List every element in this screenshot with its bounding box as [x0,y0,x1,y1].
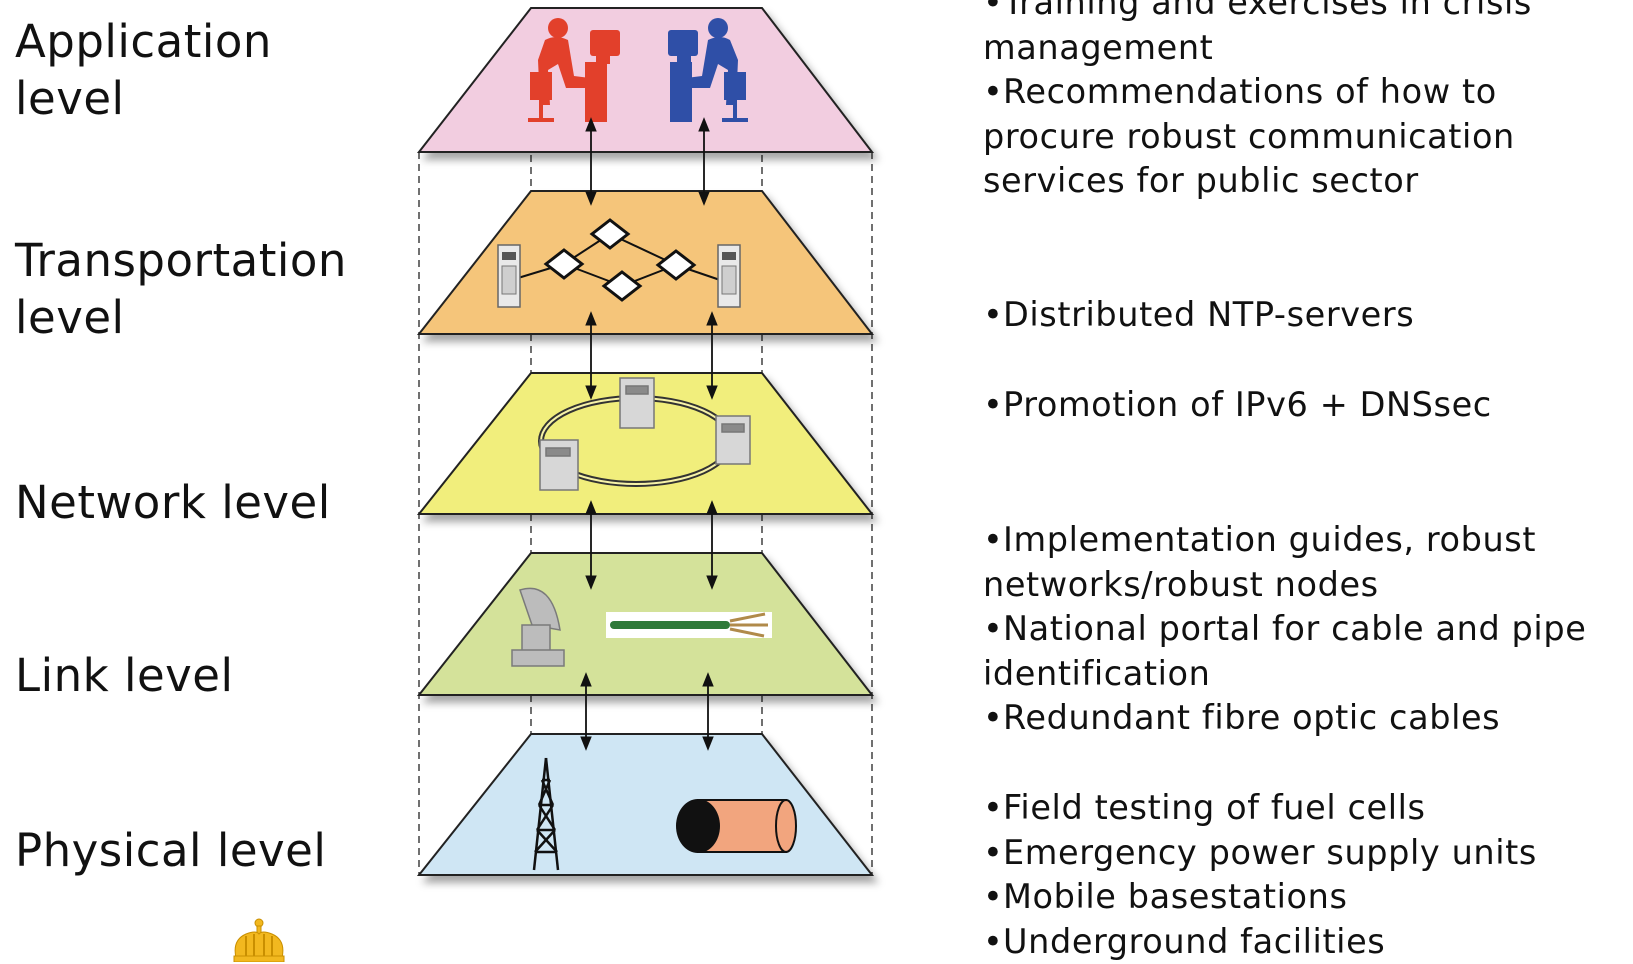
action-item: •Redundant fibre optic cables [983,696,1633,741]
action-text: Mobile basestations [1003,877,1348,916]
actions-network: •Promotion of IPv6 + DNSsec [983,383,1633,428]
action-text: Redundant fibre optic cables [1003,698,1500,737]
action-text: Emergency power supply units [1003,833,1537,872]
action-item: •Emergency power supply units [983,831,1633,876]
action-text: Underground facilities [1003,922,1385,961]
action-item: •Field testing of fuel cells [983,786,1633,831]
action-text: Field testing of fuel cells [1003,788,1426,827]
action-item: •Distributed NTP-servers [983,293,1633,338]
action-text: Distributed NTP-servers [1003,295,1414,334]
action-item: •Mobile basestations [983,875,1633,920]
action-item: •Underground facilities [983,920,1633,964]
action-item: •Promotion of IPv6 + DNSsec [983,383,1633,428]
crown-icon [226,918,292,962]
action-text: Promotion of IPv6 + DNSsec [1003,385,1492,424]
actions-transportation: •Distributed NTP-servers [983,293,1633,338]
actions-physical: •Field testing of fuel cells •Emergency … [983,786,1633,964]
